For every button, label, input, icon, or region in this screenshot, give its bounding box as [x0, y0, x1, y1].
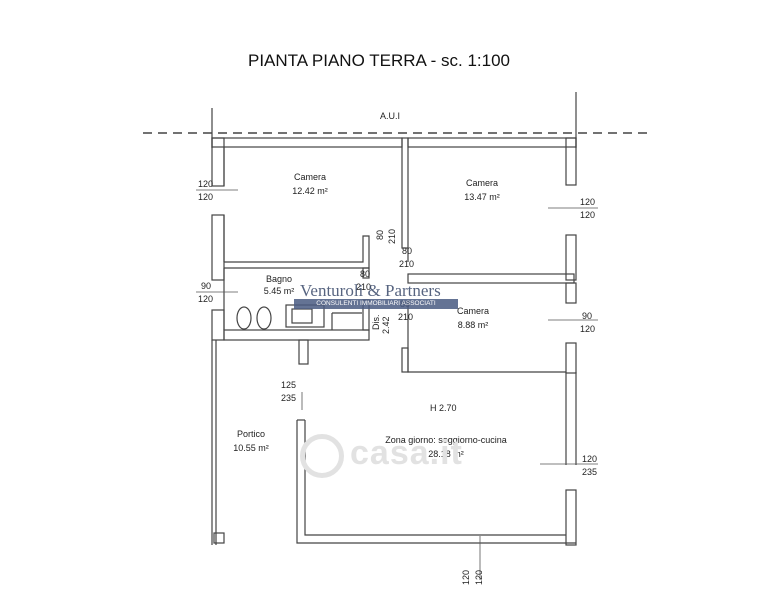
room-area: 28.18 m² [428, 449, 464, 459]
wall [211, 214, 225, 281]
room-portico: Portico 10.55 m² [226, 430, 276, 453]
dim-label: 90 [582, 311, 593, 321]
watermark-subtitle: CONSULENTI IMMOBILIARI ASSOCIATI [294, 299, 458, 309]
room-name: Camera [465, 178, 498, 188]
boundary-label: A.U.I [380, 111, 401, 121]
dim-label: 120 [198, 179, 214, 189]
room-area: 5.45 m² [263, 286, 295, 296]
dim-label: 210 [398, 312, 414, 322]
dim-label: 210 [387, 228, 397, 244]
watermark-brand: Venturoli & Partners [300, 281, 441, 300]
room-camera-3: Camera 8.88 m² [438, 307, 508, 330]
ceiling-height: H 2.70 [430, 403, 457, 413]
room-name: Bagno [265, 274, 293, 284]
dim-label: 120 [198, 192, 214, 202]
dim-label: 210 [399, 259, 415, 269]
plan-title: PIANTA PIANO TERRA - sc. 1:100 [247, 51, 510, 70]
dim-label: 120 [580, 197, 596, 207]
dim-label: 125 [281, 380, 297, 390]
room-bagno: Bagno 5.45 m² [244, 275, 314, 296]
dim-label: 120 [580, 210, 596, 220]
room-disimpegno-area: 2.42 [381, 316, 391, 334]
room-zona-giorno: Zona giorno: soggiorno-cucina 28.18 m² [366, 436, 526, 459]
room-area: 12.42 m² [292, 186, 328, 196]
room-name: Camera [293, 172, 326, 182]
room-area: 13.47 m² [464, 192, 500, 202]
dim-label: 120 [461, 569, 471, 585]
room-camera-2: Camera 13.47 m² [442, 179, 522, 202]
room-area: 10.55 m² [233, 443, 269, 453]
dim-label: 210 [356, 282, 372, 292]
dim-label: 235 [582, 467, 598, 477]
wall [211, 137, 225, 187]
pillar [213, 532, 225, 544]
room-disimpegno-name: Dis. [371, 314, 381, 331]
dim-label: 120 [198, 294, 214, 304]
wall [211, 309, 225, 341]
room-name: Zona giorno: soggiorno-cucina [385, 435, 507, 445]
room-name: Portico [236, 429, 265, 439]
dim-label: 80 [360, 269, 371, 279]
casa-logo-icon [300, 434, 344, 478]
watermark-casa: casa.it [350, 434, 463, 472]
dim-label: 80 [375, 229, 385, 240]
dim-label: 120 [474, 569, 484, 585]
room-area: 8.88 m² [457, 320, 489, 330]
dim-label: 90 [201, 281, 212, 291]
dim-label: 120 [582, 454, 598, 464]
room-name: Camera [456, 306, 489, 316]
dim-label: 80 [402, 246, 413, 256]
dim-label: 120 [580, 324, 596, 334]
dim-label: 235 [281, 393, 297, 403]
room-camera-1: Camera 12.42 m² [270, 173, 350, 196]
